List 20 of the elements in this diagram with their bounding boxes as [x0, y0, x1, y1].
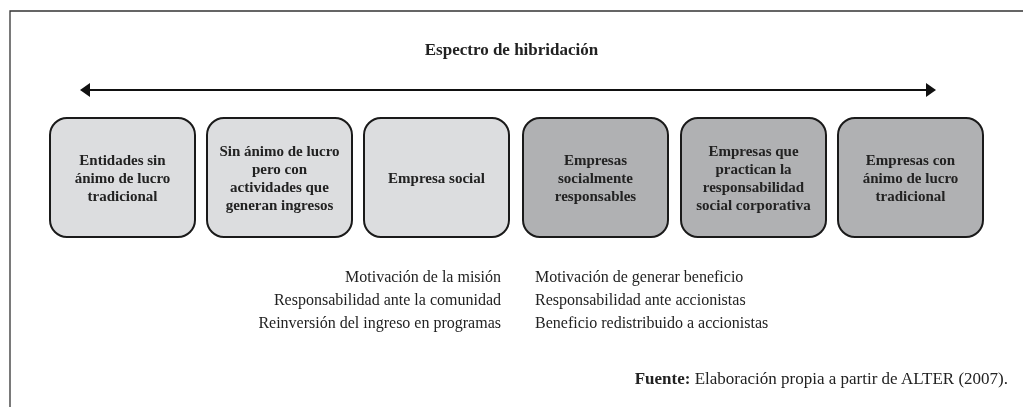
diagram-title: Espectro de hibridación	[423, 40, 600, 60]
characteristic-text: Responsabilidad ante la comunidad	[273, 290, 501, 310]
box-label: Entidades sin ánimo de lucro tradicional	[73, 150, 172, 205]
category-box	[837, 117, 984, 238]
category-box	[206, 117, 353, 238]
category-box	[49, 117, 196, 238]
box-label: Empresas que practican la responsabilidad social corporativa	[695, 141, 812, 214]
source-caption: Fuente: Elaboración propia a partir de ALTER (2007).	[634, 369, 1008, 389]
characteristic-text: Motivación de generar beneficio	[535, 267, 744, 287]
category-box	[522, 117, 669, 238]
box-label: Empresas socialmente responsables	[553, 150, 638, 205]
category-box	[363, 117, 510, 238]
characteristic-text: Reinversión del ingreso en programas	[258, 313, 501, 333]
characteristic-text: Responsabilidad ante accionistas	[535, 290, 746, 310]
category-box	[680, 117, 827, 238]
characteristic-text: Beneficio redistribuido a accionistas	[535, 313, 769, 333]
characteristic-text: Motivación de la misión	[345, 267, 501, 287]
box-label: Empresas con ánimo de lucro tradicional	[861, 150, 960, 205]
box-label: Empresa social	[388, 168, 485, 187]
box-label: Sin ánimo de lucro pero con actividades que generan ingresos	[218, 141, 341, 214]
